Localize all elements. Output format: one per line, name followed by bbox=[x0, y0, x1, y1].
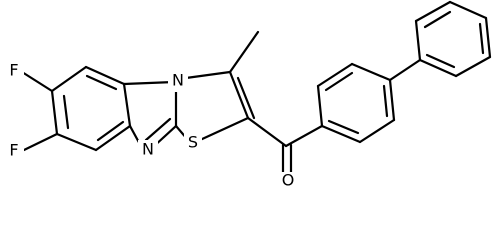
mask-n-imine bbox=[138, 140, 158, 160]
phenyl-ring-1 bbox=[316, 62, 396, 144]
bond-c1-c2 bbox=[50, 89, 59, 136]
bond-c5-n-ring bbox=[122, 80, 176, 86]
bond-c3-c2-double bbox=[236, 76, 256, 120]
atom-label-f-upper: F bbox=[9, 61, 18, 80]
bond-p1-2 bbox=[316, 62, 354, 88]
bond-c2-carbonyl bbox=[246, 116, 288, 148]
bond-c4-c5 bbox=[122, 82, 132, 128]
bond-n-imine-c-double bbox=[144, 117, 172, 142]
bond-c-f-lower bbox=[22, 132, 59, 152]
bond-p2-1 bbox=[414, 19, 422, 62]
bond-p1-3 bbox=[350, 62, 392, 82]
difluoro-benzo-ring bbox=[50, 65, 132, 152]
atom-label-s-ring: S bbox=[188, 133, 198, 152]
mask-s-ring bbox=[184, 132, 202, 154]
bond-methyl bbox=[228, 30, 260, 74]
atom-label-n-imine: N bbox=[142, 140, 154, 159]
atom-label-n-ring: N bbox=[172, 71, 184, 90]
bond-c6-c1 bbox=[50, 65, 88, 93]
bond-p1-6 bbox=[320, 124, 362, 144]
bond-c3-c2 bbox=[228, 70, 250, 120]
bond-p2-6 bbox=[418, 58, 458, 78]
bond-c-f-upper bbox=[20, 70, 54, 93]
mask-f-upper bbox=[6, 60, 24, 82]
bond-inner-3 bbox=[85, 74, 118, 91]
bond-p1-inner-1 bbox=[324, 71, 354, 92]
bond-n-ring-c3 bbox=[184, 70, 232, 80]
bond-c2-s bbox=[198, 116, 250, 142]
bond-p1-1 bbox=[316, 84, 324, 128]
bond-c5-c6 bbox=[84, 65, 126, 86]
bond-p1-5 bbox=[358, 118, 396, 144]
bond-p1-inner-2 bbox=[382, 84, 389, 118]
mask-f-lower bbox=[6, 140, 24, 162]
bond-p2-5 bbox=[454, 55, 492, 78]
mask-n-ring bbox=[168, 70, 188, 92]
bond-c3-c4 bbox=[94, 124, 132, 152]
mask-o-carbonyl bbox=[278, 172, 298, 190]
bond-inner-1 bbox=[62, 94, 70, 130]
bond-p1-4 bbox=[388, 78, 396, 122]
atom-label-o-carbonyl: O bbox=[282, 171, 295, 190]
atom-label-f-lower: F bbox=[9, 141, 18, 160]
bond-inner-2 bbox=[96, 120, 125, 142]
phenyl-ring-2 bbox=[414, 0, 492, 78]
bond-p2-2 bbox=[414, 0, 452, 23]
bond-c2-c3 bbox=[55, 132, 98, 152]
bond-p2-3 bbox=[448, 0, 488, 20]
bond-p2-inner-2 bbox=[478, 22, 485, 55]
bond-p2-inner-3 bbox=[425, 53, 456, 69]
chemical-structure: F F N N S O bbox=[6, 0, 492, 190]
chemical-structure-canvas: F F N N S O bbox=[6, 0, 492, 190]
bond-biphenyl-link bbox=[388, 58, 422, 82]
bond-p2-4 bbox=[484, 16, 492, 59]
bond-p2-inner-1 bbox=[423, 10, 452, 29]
bond-carbonyl-phenyl bbox=[284, 124, 324, 148]
bond-p1-inner-3 bbox=[327, 119, 360, 135]
